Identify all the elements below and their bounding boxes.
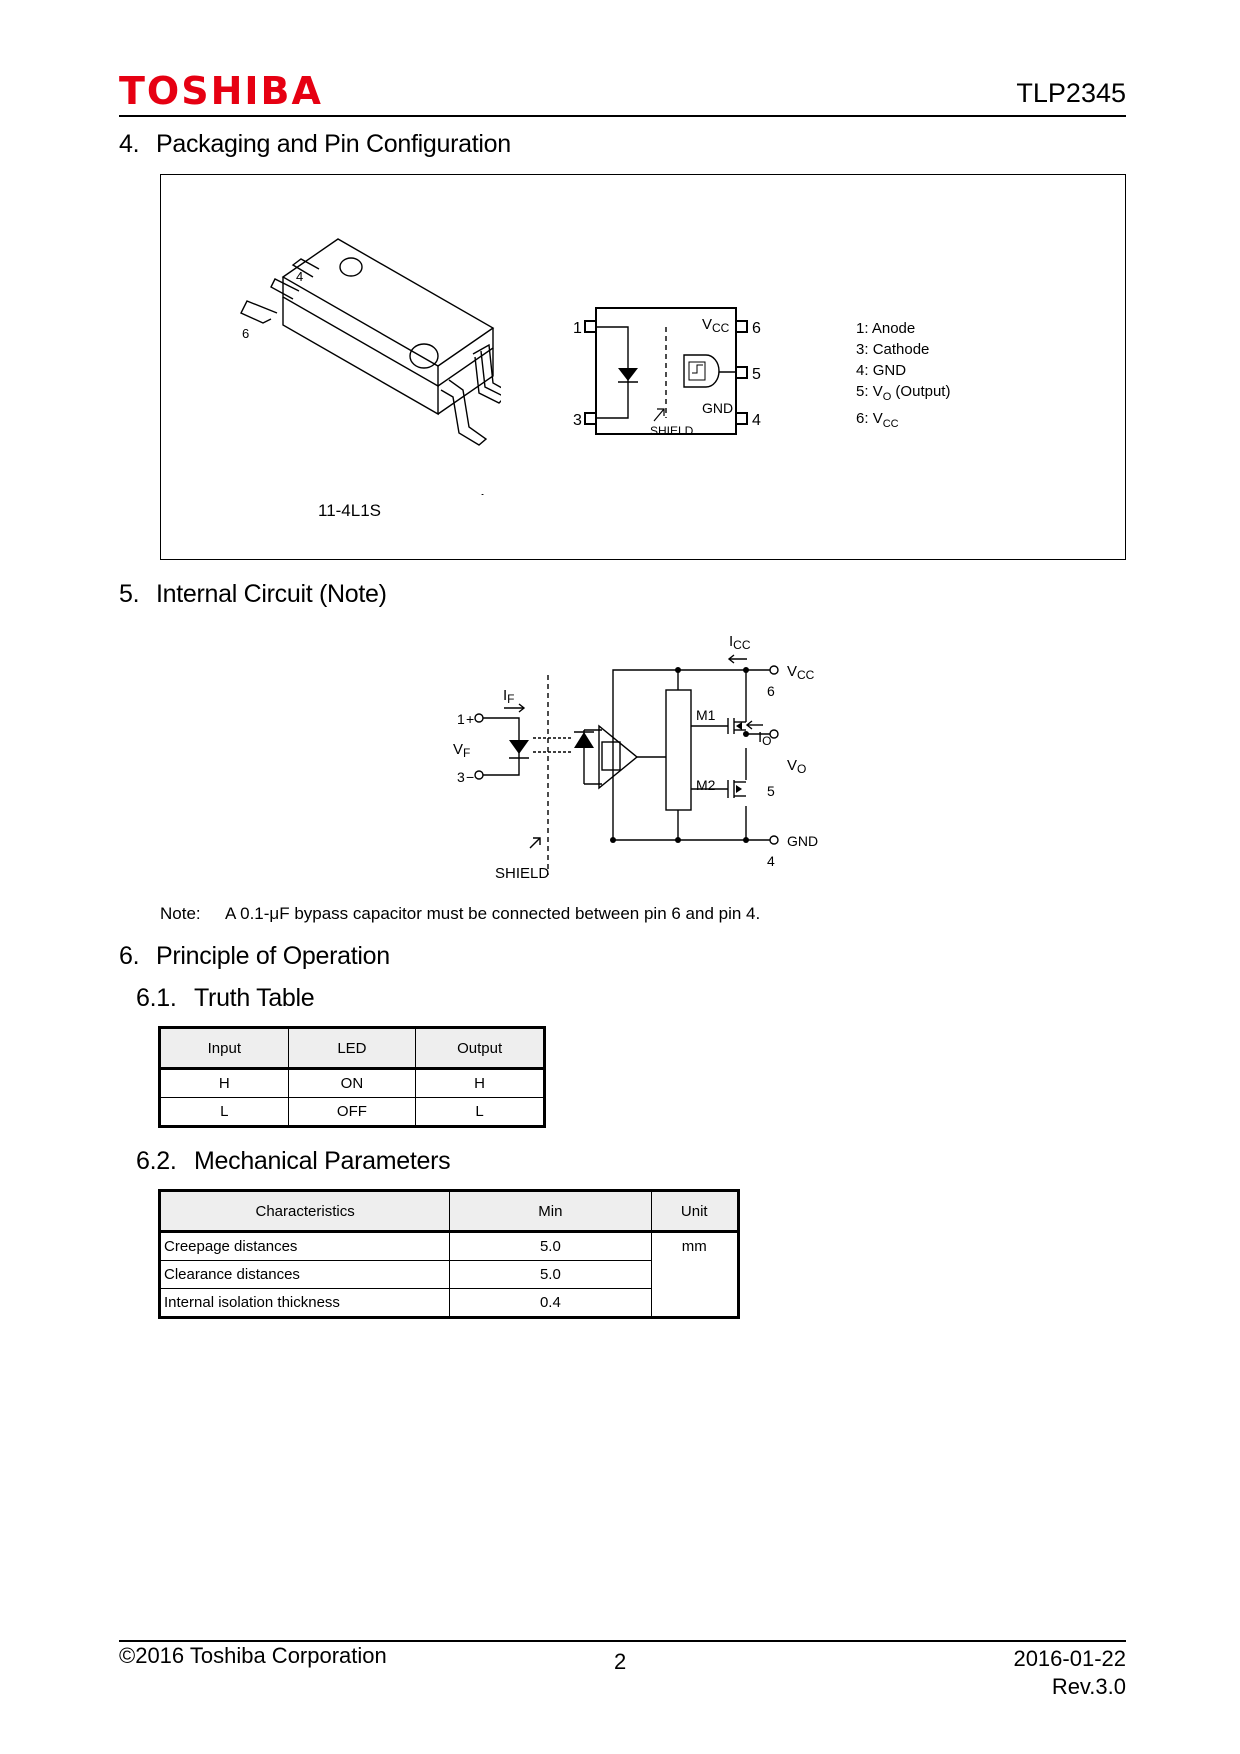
header-rule [119,115,1126,117]
m2-label: M2 [696,777,716,793]
table-cell: 5.0 [449,1231,652,1261]
internal-circuit-diagram: ICC VCC 6 IF 1 + VF 3 − M1 M2 IO VO 5 GN… [453,633,818,882]
icc-label: ICC [729,633,751,652]
vcc-label: VCC [702,316,730,335]
table-cell: L [415,1097,545,1127]
table-row: Clearance distances 5.0 [158,1260,739,1289]
vf-label: VF [453,741,470,760]
pin4-label: 4 [767,853,775,869]
section-6-2-heading: 6.2. Mechanical Parameters [136,1147,451,1175]
table-cell: Creepage distances [158,1231,451,1261]
table-cell: H [415,1068,545,1098]
pin3-label: 3 [457,769,465,785]
unit-cell: mm [650,1231,740,1318]
truth-table: Input LED Output H ON H L OFF L [158,1026,546,1128]
section-number: 5. [119,580,140,608]
pin-list-item: 1: Anode [856,320,916,337]
section-number: 6.2. [136,1147,177,1175]
table-header: Output [415,1027,545,1070]
section-5-heading: 5. Internal Circuit (Note) [119,582,387,607]
pin-diagram-label: 4 [752,412,761,429]
vo-terminal-label: VO [787,757,806,776]
pin-diagram-label: 3 [573,412,582,429]
section-title: Truth Table [194,984,315,1012]
table-header-row: Characteristics Min Unit [158,1190,740,1233]
minus-label: − [466,769,474,785]
pin6-label: 6 [767,683,775,699]
footer-rule [119,1640,1126,1642]
part-number: TLP2345 [1016,78,1126,108]
pin-list-item: 6: VCC [856,410,899,430]
note-label: Note: [160,904,201,923]
package-pin-label: 4 [296,269,303,284]
table-cell: Clearance distances [158,1260,451,1289]
section-4-heading: 4. Packaging and Pin Configuration [119,132,511,157]
package-figure-box: 4 6 3 1 11-4L1S 1 3 6 5 4 VCC GND [160,174,1126,560]
pin-list-item: 5: VO (Output) [856,383,951,403]
pin-diagram-label: 1 [573,320,582,337]
circuit-note: Note: A 0.1-μF bypass capacitor must be c… [160,905,760,922]
table-header: Unit [650,1190,740,1233]
table-cell: 5.0 [449,1260,652,1289]
pin-diagram: 1 3 6 5 4 VCC GND SHIELD [573,307,761,438]
plus-label: + [466,711,474,727]
section-6-heading: 6. Principle of Operation [119,944,390,969]
package-code: 11-4L1S [318,501,382,520]
pin-list: 1: Anode 3: Cathode 4: GND 5: VO (Output… [856,318,950,435]
section-title: Packaging and Pin Configuration [156,130,511,158]
pin5-label: 5 [767,783,775,799]
section-number: 6.1. [136,984,177,1012]
package-pin-label: 6 [242,326,249,341]
revision: Rev.3.0 [1051,1674,1126,1699]
table-header: Characteristics [158,1190,451,1233]
pin-diagram-label: 5 [752,366,761,383]
table-header: Input [159,1027,289,1070]
table-row: H ON H [159,1068,545,1098]
table-header-row: Input LED Output [159,1027,545,1070]
page-number: 2 [614,1649,627,1674]
package-pin-label: 1 [479,491,486,495]
gnd-label: GND [702,400,733,416]
table-cell: Internal isolation thickness [158,1288,451,1318]
footer-date-revision: 2016-01-22 Rev.3.0 [1013,1645,1126,1701]
table-cell: ON [287,1068,417,1098]
table-cell: L [159,1097,289,1127]
shield-label: SHIELD [650,424,694,438]
section-title: Mechanical Parameters [194,1147,451,1175]
vcc-terminal-label: VCC [787,663,815,682]
section-title: Principle of Operation [156,942,390,970]
copyright: ©2016 Toshiba Corporation [119,1643,387,1668]
section-number: 4. [119,130,140,158]
pin-list-item: 4: GND [856,362,907,379]
pin1-label: 1 [457,711,465,727]
section-number: 6. [119,942,140,970]
table-header: LED [287,1027,417,1070]
gnd-terminal-label: GND [787,833,818,849]
io-label: IO [758,729,772,748]
revision-date: 2016-01-22 [1013,1646,1126,1671]
section-title: Internal Circuit (Note) [156,580,387,608]
note-text: A 0.1-μF bypass capacitor must be connec… [225,904,761,923]
table-cell: H [159,1068,289,1098]
pin-list-item: 3: Cathode [856,341,930,358]
table-header: Min [449,1190,652,1233]
section-6-1-heading: 6.1. Truth Table [136,984,315,1012]
table-row: Internal isolation thickness 0.4 [158,1288,739,1318]
table-row: L OFF L [159,1097,545,1127]
if-label: IF [503,687,515,706]
m1-label: M1 [696,707,716,723]
table-cell: 0.4 [449,1288,652,1318]
toshiba-logo: TOSHIBA [119,69,323,113]
shield-label: SHIELD [495,865,549,882]
pin-diagram-label: 6 [752,320,761,337]
table-row: Creepage distances 5.0 mm [158,1231,740,1318]
package-drawing: 4 6 3 1 [240,238,501,495]
table-cell: OFF [287,1097,417,1127]
mechanical-parameters-table: Characteristics Min Unit Creepage distan… [158,1189,740,1319]
